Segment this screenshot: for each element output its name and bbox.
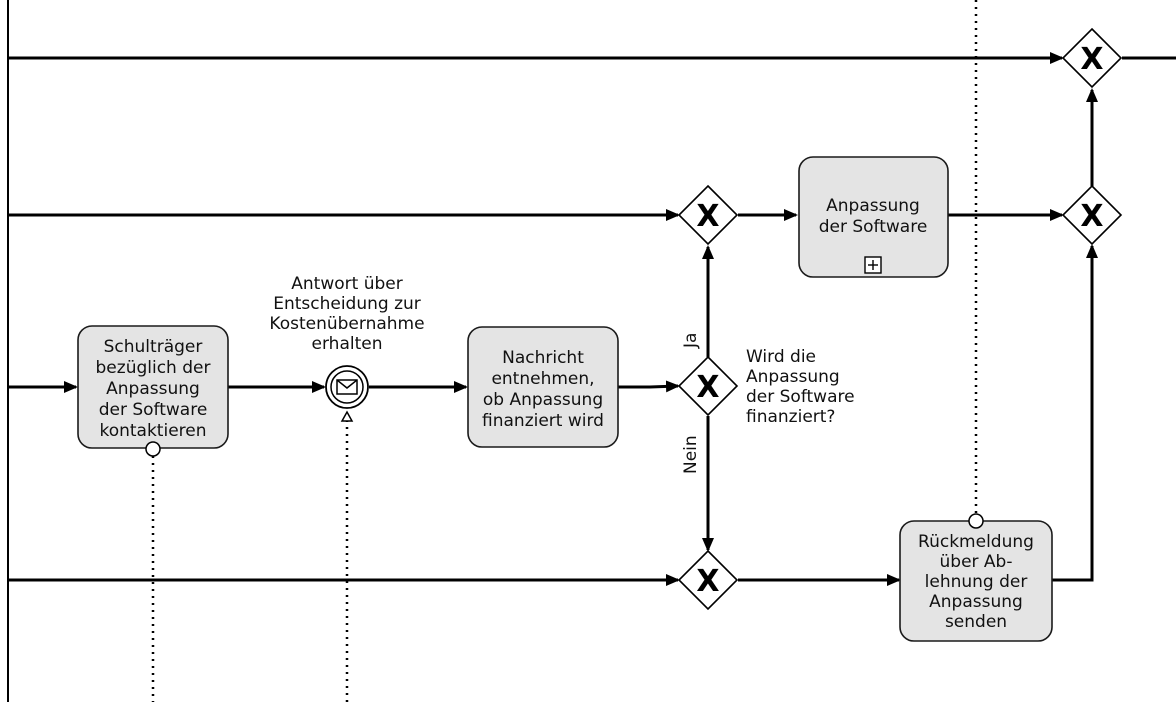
svg-text:Kostenübernahme: Kostenübernahme (269, 314, 424, 334)
task-label-line: bezüglich der (96, 358, 211, 378)
svg-text:finanziert?: finanziert? (746, 407, 835, 427)
svg-text:X: X (696, 370, 719, 405)
svg-text:erhalten: erhalten (312, 334, 383, 354)
event-label: Antwort über Entscheidung zur Kostenüber… (269, 274, 424, 354)
task-label-line: der Software (99, 400, 208, 420)
flow-reject-to-merge (1052, 244, 1098, 582)
task-label-line: finanziert wird (482, 411, 604, 431)
gateway-bottom[interactable]: X (677, 549, 739, 611)
task-send-rejection[interactable]: Rückmeldung über Ab- lehnung der Anpassu… (899, 513, 1053, 642)
event-receive-answer[interactable] (325, 365, 369, 422)
svg-text:der Software: der Software (746, 387, 855, 407)
gateway-question-label: Wird die Anpassung der Software finanzie… (746, 347, 855, 427)
task-label-line: Nachricht (502, 348, 584, 368)
task-label-line: ob Anpassung (483, 390, 603, 410)
svg-text:Anpassung: Anpassung (746, 367, 840, 387)
task-label-line: der Software (819, 217, 928, 237)
task-label-line: über Ab- (940, 552, 1013, 572)
svg-text:X: X (696, 564, 719, 599)
gateway-top[interactable]: X (1061, 27, 1123, 89)
plus-square-icon (864, 256, 882, 274)
message-attachment-circle (968, 513, 984, 529)
svg-text:X: X (1080, 42, 1103, 77)
svg-text:Antwort über: Antwort über (291, 274, 402, 294)
svg-text:X: X (696, 199, 719, 234)
envelope-icon (336, 379, 358, 395)
task-extract-message[interactable]: Nachricht entnehmen, ob Anpassung finanz… (467, 326, 619, 448)
task-label-line: lehnung der (925, 572, 1028, 592)
task-contact-school-board[interactable]: Schulträger bezüglich der Anpassung der … (77, 325, 229, 457)
subprocess-adapt-software[interactable]: Anpassung der Software (798, 156, 949, 278)
task-label-line: entnehmen, (491, 369, 594, 389)
gateway-merge[interactable]: X (1061, 184, 1123, 246)
task-label-line: kontaktieren (99, 421, 206, 441)
svg-text:Wird die: Wird die (746, 347, 816, 367)
task-label-line: senden (945, 612, 1007, 632)
svg-text:Entscheidung zur: Entscheidung zur (273, 294, 421, 314)
yes-branch-label: Ja (681, 333, 701, 349)
task-label-line: Anpassung (929, 592, 1023, 612)
svg-text:X: X (1080, 199, 1103, 234)
task-label-line: Anpassung (826, 196, 920, 216)
task-label-line: Schulträger (104, 337, 203, 357)
no-branch-label: Nein (681, 435, 701, 474)
task-label-line: Anpassung (106, 379, 200, 399)
message-triangle-icon (340, 410, 354, 422)
task-label-line: Rückmeldung (918, 532, 1034, 552)
gateway-row2[interactable]: X (677, 184, 739, 246)
flow-extract-to-decision (618, 380, 680, 393)
message-attachment-circle (145, 441, 161, 457)
gateway-decision[interactable]: X (677, 355, 739, 417)
